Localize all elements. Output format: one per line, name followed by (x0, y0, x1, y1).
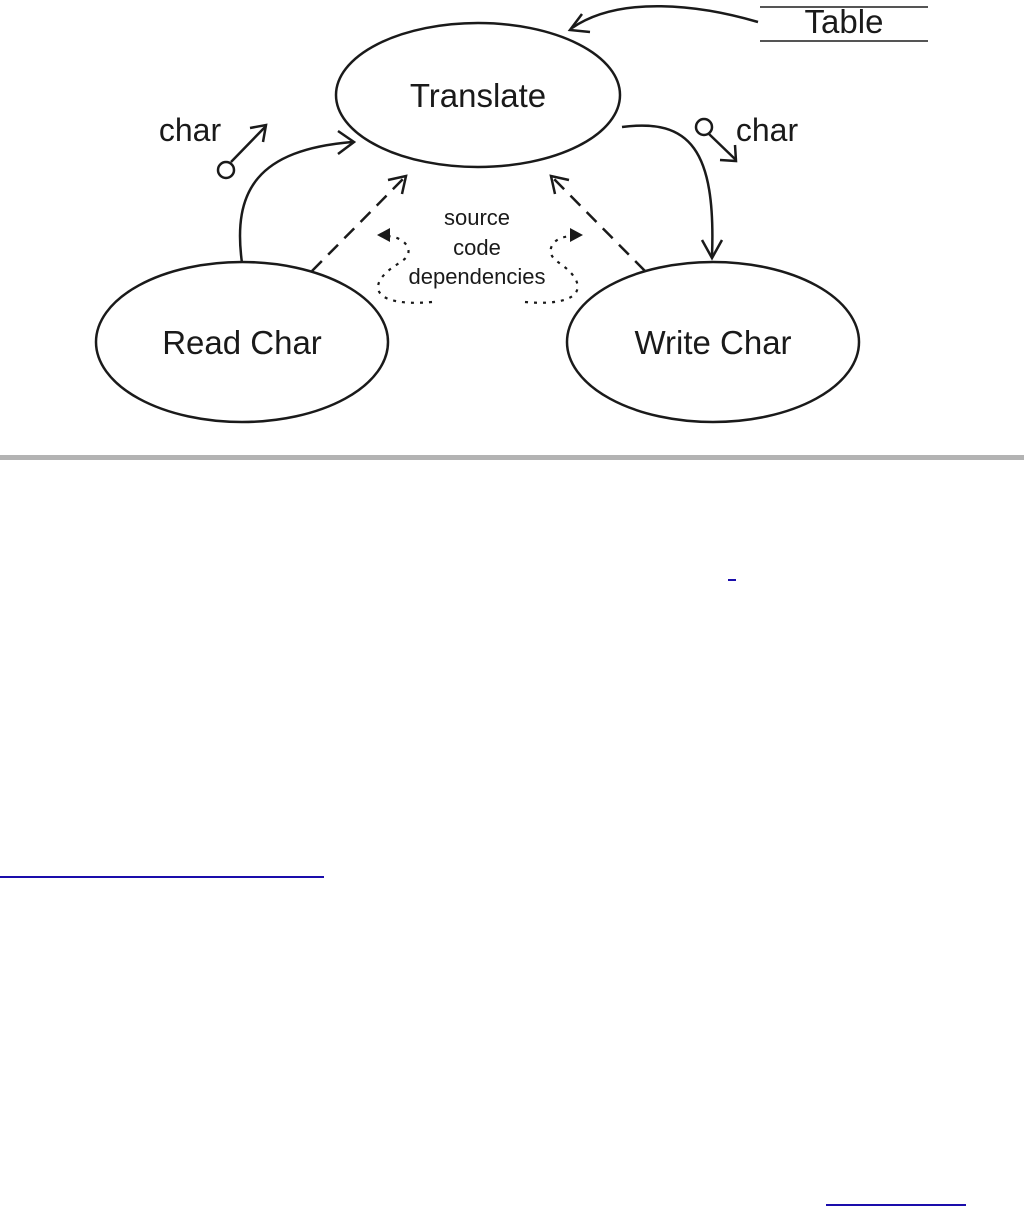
table-data-store: Table (760, 3, 928, 42)
write-char-label: Write Char (634, 324, 791, 361)
read-char-node: Read Char (94, 260, 390, 424)
right-dotted-dependency (524, 228, 583, 304)
note-line-2: code (453, 235, 501, 260)
translate-node: Translate (334, 21, 622, 169)
section-separator (0, 455, 1024, 460)
left-dotted-dependency (377, 228, 433, 304)
write-char-node: Write Char (565, 260, 861, 424)
read-couple-label: char (159, 112, 222, 148)
read-couple-circle (216, 160, 236, 180)
write-couple-label: char (736, 112, 799, 148)
note-line-1: source (444, 205, 510, 230)
source-code-dependencies-note: source code dependencies (408, 205, 545, 289)
table-store-label: Table (805, 3, 884, 40)
read-char-to-translate-flow (238, 129, 357, 264)
structure-chart-diagram: Table Translate Read Char Write Char cha… (94, 3, 928, 424)
read-char-label: Read Char (162, 324, 322, 361)
table-to-translate-arrow (567, 4, 759, 34)
write-char-dependency-dashed (549, 174, 646, 272)
footnote-link-underline[interactable] (728, 579, 736, 581)
write-char-ellipse (565, 260, 861, 424)
bottom-link-underline[interactable] (826, 1204, 966, 1206)
read-char-data-couple: char (159, 112, 268, 180)
write-char-data-couple: char (694, 112, 799, 163)
note-line-3: dependencies (408, 264, 545, 289)
write-couple-circle (694, 117, 714, 137)
translate-label: Translate (410, 77, 546, 114)
translate-to-write-char-flow (621, 124, 724, 261)
body-link-underline[interactable] (0, 876, 324, 878)
translate-ellipse (334, 21, 622, 169)
read-char-dependency-dashed (311, 174, 408, 272)
